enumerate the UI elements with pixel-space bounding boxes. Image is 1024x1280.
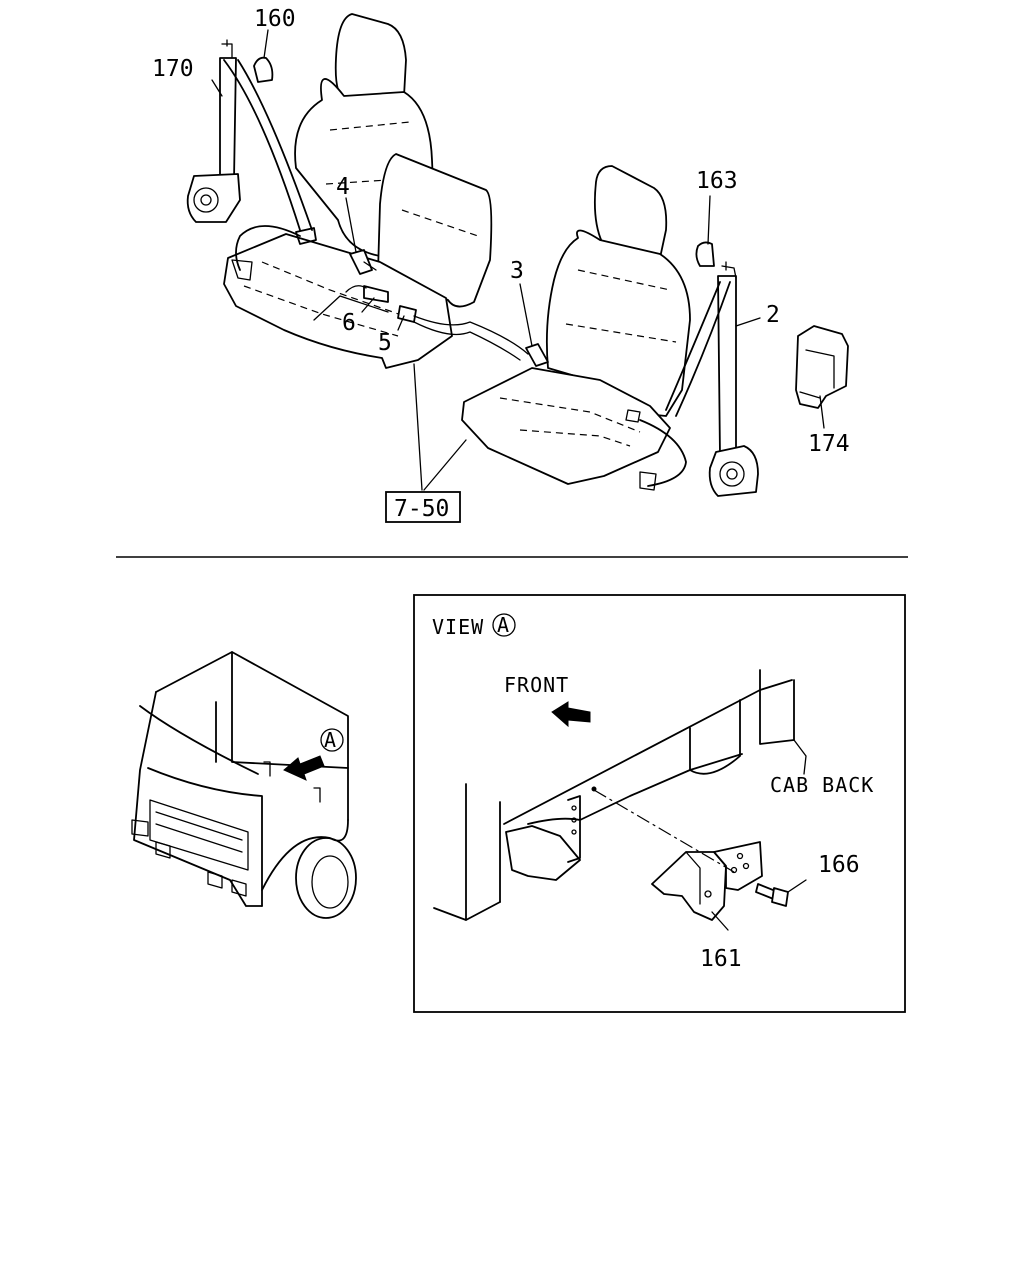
bracket-161 <box>651 841 763 921</box>
cab-back-label: CAB BACK <box>770 773 874 797</box>
label-3: 3 <box>510 258 524 284</box>
label-170: 170 <box>152 56 194 82</box>
leader-166 <box>787 879 807 893</box>
front-label: FRONT <box>504 673 569 697</box>
bench-seat <box>223 13 493 369</box>
front-arrow <box>551 701 591 728</box>
buckle-5 <box>397 305 529 361</box>
label-4: 4 <box>336 174 350 200</box>
label-174: 174 <box>808 431 850 457</box>
view-marker-circle <box>492 613 516 637</box>
label-5: 5 <box>378 330 392 356</box>
guide-160 <box>253 56 274 83</box>
seat-belt-2 <box>625 261 759 497</box>
leader-161 <box>711 911 729 931</box>
label-161: 161 <box>700 946 742 972</box>
truck-view-marker: A <box>324 728 337 752</box>
label-2: 2 <box>766 302 780 328</box>
label-163: 163 <box>696 168 738 194</box>
cover-174 <box>795 325 849 409</box>
leader-lines-upper <box>211 29 825 491</box>
buckle-4 <box>349 249 377 275</box>
truck-cab-illustration: A <box>131 651 357 919</box>
view-marker: A <box>497 613 510 637</box>
label-ref: 7-50 <box>394 496 449 522</box>
label-160: 160 <box>254 6 296 32</box>
hole-marker <box>591 786 597 792</box>
bolt-166 <box>755 883 789 907</box>
buckle-3 <box>525 343 549 367</box>
install-line <box>593 789 735 873</box>
label-6: 6 <box>342 310 356 336</box>
reference-box-7-50: 7-50 <box>385 491 461 523</box>
guide-163 <box>695 241 715 267</box>
view-a-frame <box>413 594 906 1013</box>
cab-back-panel <box>433 669 807 921</box>
seat-belt-170 <box>186 39 317 281</box>
driver-seat <box>461 165 691 485</box>
view-title: VIEW <box>432 615 484 639</box>
buckle-6 <box>345 285 389 303</box>
label-166: 166 <box>818 852 860 878</box>
